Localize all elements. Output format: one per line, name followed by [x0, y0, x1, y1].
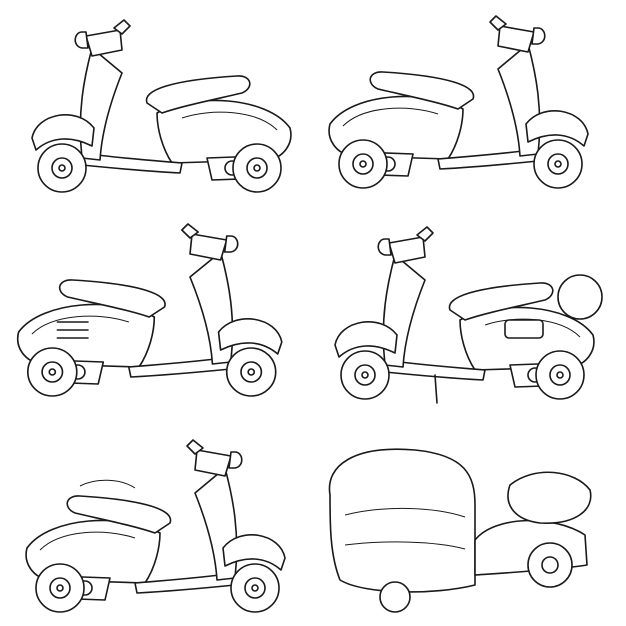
- scooter-3: [16, 223, 283, 397]
- scooter-2: [328, 15, 589, 189]
- scooter-6: [328, 448, 592, 613]
- scooter-5: [25, 439, 286, 613]
- scooter-4: [334, 226, 603, 404]
- scooter-1: [31, 19, 292, 193]
